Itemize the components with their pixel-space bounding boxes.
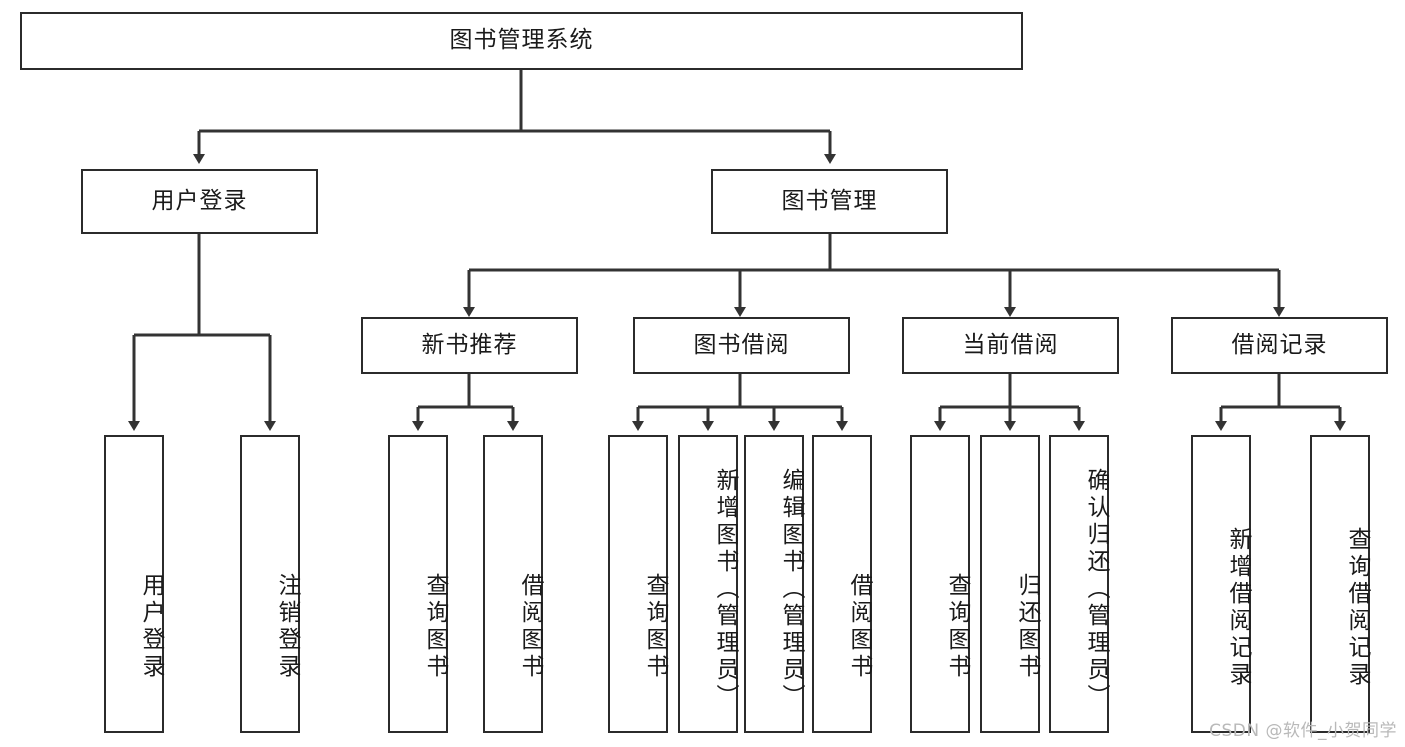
leaf-user-login-login[interactable]: 用户登录 bbox=[104, 435, 164, 733]
leaf-label: 借阅图书 bbox=[517, 572, 543, 681]
leaf-borrow-borrow-book[interactable]: 借阅图书 bbox=[812, 435, 872, 733]
node-current-borrow-label: 当前借阅 bbox=[962, 331, 1059, 358]
leaf-record-query-record[interactable]: 查询借阅记录 bbox=[1310, 435, 1370, 733]
node-root[interactable]: 图书管理系统 bbox=[20, 12, 1023, 70]
leaf-label: 确认归还（管理员） bbox=[1083, 467, 1109, 711]
leaf-borrow-query-book[interactable]: 查询图书 bbox=[608, 435, 668, 733]
leaf-current-return-book[interactable]: 归还图书 bbox=[980, 435, 1040, 733]
leaf-label: 借阅图书 bbox=[846, 572, 872, 681]
leaf-user-login-logout[interactable]: 注销登录 bbox=[240, 435, 300, 733]
leaf-label: 归还图书 bbox=[1014, 572, 1040, 681]
node-new-book-recommend[interactable]: 新书推荐 bbox=[361, 317, 578, 374]
node-borrow-record[interactable]: 借阅记录 bbox=[1171, 317, 1388, 374]
leaf-recommend-query-book[interactable]: 查询图书 bbox=[388, 435, 448, 733]
leaf-recommend-borrow-book[interactable]: 借阅图书 bbox=[483, 435, 543, 733]
leaf-label: 新增图书（管理员） bbox=[712, 467, 738, 711]
node-new-book-recommend-label: 新书推荐 bbox=[421, 331, 518, 358]
node-book-management[interactable]: 图书管理 bbox=[711, 169, 948, 234]
node-root-label: 图书管理系统 bbox=[449, 27, 594, 54]
node-current-borrow[interactable]: 当前借阅 bbox=[902, 317, 1119, 374]
leaf-label: 注销登录 bbox=[274, 572, 300, 681]
leaf-label: 查询图书 bbox=[422, 572, 448, 681]
node-book-management-label: 图书管理 bbox=[781, 187, 878, 214]
leaf-label: 新增借阅记录 bbox=[1225, 527, 1251, 689]
node-borrow-record-label: 借阅记录 bbox=[1231, 331, 1328, 358]
leaf-label: 查询借阅记录 bbox=[1344, 527, 1370, 689]
node-user-login-label: 用户登录 bbox=[151, 187, 248, 214]
leaf-label: 查询图书 bbox=[944, 572, 970, 681]
leaf-label: 编辑图书（管理员） bbox=[778, 467, 804, 711]
watermark: CSDN @软件_小贺同学 bbox=[1209, 721, 1397, 741]
leaf-current-confirm-return[interactable]: 确认归还（管理员） bbox=[1049, 435, 1109, 733]
leaf-borrow-edit-book[interactable]: 编辑图书（管理员） bbox=[744, 435, 804, 733]
node-user-login[interactable]: 用户登录 bbox=[81, 169, 318, 234]
leaf-label: 查询图书 bbox=[642, 572, 668, 681]
node-book-borrow-label: 图书借阅 bbox=[693, 331, 790, 358]
leaf-label: 用户登录 bbox=[138, 572, 164, 681]
leaf-record-add-record[interactable]: 新增借阅记录 bbox=[1191, 435, 1251, 733]
leaf-current-query-book[interactable]: 查询图书 bbox=[910, 435, 970, 733]
node-book-borrow[interactable]: 图书借阅 bbox=[633, 317, 850, 374]
leaf-borrow-add-book[interactable]: 新增图书（管理员） bbox=[678, 435, 738, 733]
